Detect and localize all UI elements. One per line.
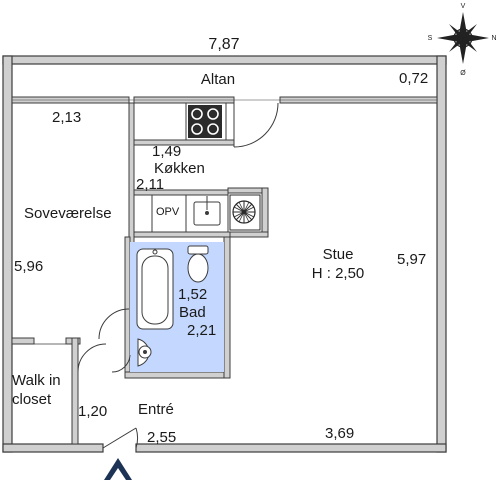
doors bbox=[34, 102, 279, 449]
storage-cupboard bbox=[151, 194, 187, 233]
interior-walls bbox=[11, 102, 269, 445]
living-width-label: 3,69 bbox=[325, 425, 355, 442]
total-width-label: 7,87 bbox=[208, 36, 240, 53]
sink-icon bbox=[185, 194, 229, 233]
entry-room-label: Entré bbox=[138, 401, 174, 418]
walkin-width-label: 1,20 bbox=[78, 403, 108, 420]
bath-door bbox=[111, 354, 131, 373]
bedroom-room-label: Soveværelse bbox=[24, 205, 112, 222]
walkin-door bbox=[77, 343, 107, 373]
compass-s-label: S bbox=[428, 35, 433, 42]
storage-label: OPV bbox=[156, 206, 180, 218]
bath-width-label: 1,52 bbox=[178, 286, 208, 303]
compass-v-label: V bbox=[461, 3, 466, 10]
balcony-door bbox=[233, 102, 279, 148]
kitchen-depth-label: 2,11 bbox=[136, 176, 165, 193]
living-height-label: H : 2,50 bbox=[311, 265, 365, 282]
kitchen-width-label: 1,49 bbox=[152, 143, 182, 160]
living-room-label: Stue bbox=[322, 246, 354, 263]
entrance-door bbox=[102, 427, 138, 449]
entrance-arrow-icon bbox=[104, 458, 132, 480]
compass-rose-icon: V Ø N S bbox=[428, 3, 497, 77]
walkin-room-label: Walk in closet bbox=[12, 372, 61, 408]
bathtub-icon bbox=[136, 248, 174, 330]
kitchen-counter bbox=[185, 102, 227, 141]
stove-icon bbox=[191, 108, 219, 135]
compass-o-label: Ø bbox=[460, 70, 466, 77]
kitchen-room-label: Køkken bbox=[154, 160, 205, 177]
compass-n-label: N bbox=[491, 35, 496, 42]
bath-depth-label: 2,21 bbox=[187, 322, 217, 339]
outer-walls bbox=[2, 55, 447, 453]
washbasin-icon bbox=[137, 338, 152, 367]
bedroom-width-label: 2,13 bbox=[52, 109, 82, 126]
bedroom-depth-label: 5,96 bbox=[14, 258, 44, 275]
entry-width-label: 2,55 bbox=[147, 429, 177, 446]
balcony-room-label: Altan bbox=[200, 71, 236, 88]
ventilation-fan-icon bbox=[229, 194, 261, 231]
living-depth-label: 5,97 bbox=[397, 251, 427, 268]
bedroom-door bbox=[34, 308, 130, 345]
balcony-depth-label: 0,72 bbox=[399, 70, 429, 87]
toilet-icon bbox=[187, 245, 209, 283]
bath-room-label: Bad bbox=[179, 304, 206, 321]
balcony-wall bbox=[11, 96, 438, 104]
